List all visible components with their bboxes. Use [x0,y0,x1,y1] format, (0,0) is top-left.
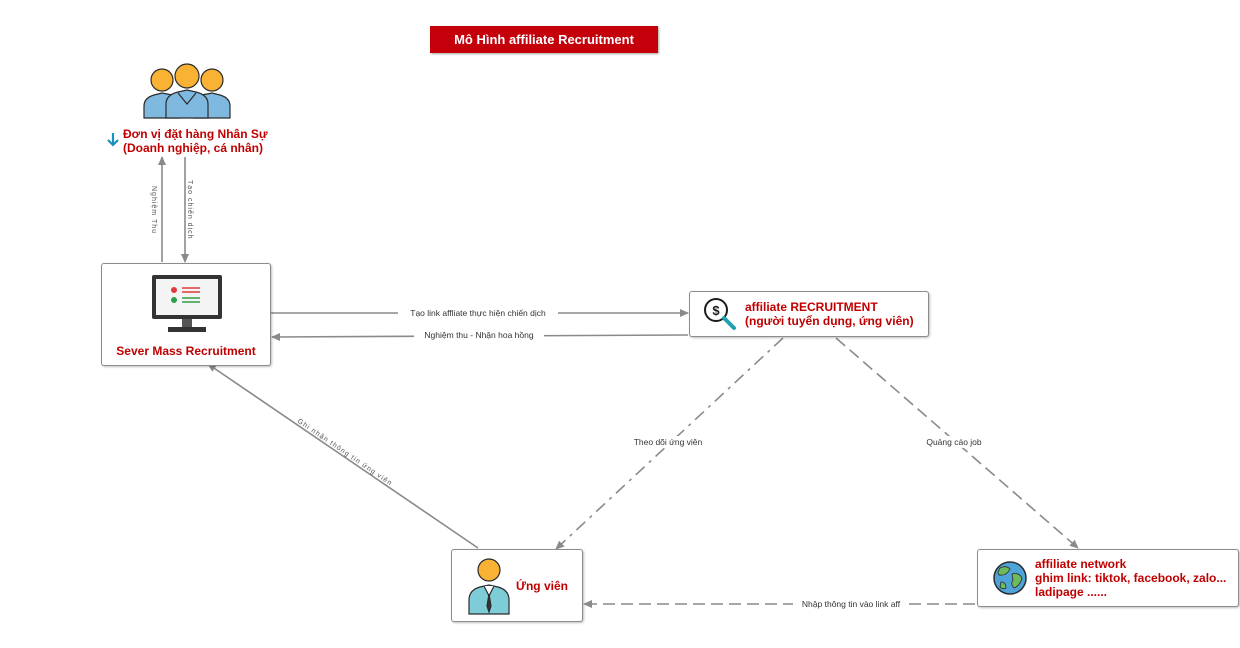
affiliate-node-label: affiliate RECRUITMENT (người tuyển dụng,… [745,300,935,328]
edge-track-label: Theo dõi ứng viên [634,437,703,447]
network-line3: ladipage ...... [1035,585,1108,599]
affiliate-line2: (người tuyển dụng, ứng viên) [745,314,914,328]
arrow-down-icon [107,133,119,147]
edge-commission-label: Nghiệm thu - Nhận hoa hồng [424,330,533,340]
edge-enter-info-label: Nhập thông tin vào link aff [802,599,901,609]
affiliate-line1: affiliate RECRUITMENT [745,300,878,314]
edge-accept-label: Nghiệm Thu [150,186,157,234]
affiliate-recruitment-node[interactable]: $ affiliate RECRUITMENT (người tuyển dụn… [689,291,929,337]
edge-record-label: Ghi nhận thông tin ứng viên [296,418,394,488]
edge-create-campaign-label: Tạo chiến dịch [186,180,195,240]
network-node-label: affiliate network ghim link: tiktok, fac… [1035,557,1235,599]
server-node-label: Sever Mass Recruitment [116,344,256,358]
server-node[interactable]: Sever Mass Recruitment [101,263,271,366]
network-line1: affiliate network [1035,557,1127,571]
client-line1: Đơn vị đặt hàng Nhân Sự [123,127,268,141]
client-line2: (Doanh nghiệp, cá nhân) [123,141,263,155]
monitor-icon [152,275,222,332]
dollar-search-icon: $ [704,298,736,330]
client-node-label: Đơn vị đặt hàng Nhân Sự (Doanh nghiệp, c… [123,127,283,155]
candidate-node-label: Ứng viên [516,579,568,593]
affiliate-network-node[interactable]: affiliate network ghim link: tiktok, fac… [977,549,1239,607]
person-icon [468,558,510,615]
diagram-title: Mô Hình affiliate Recruitment [430,26,658,53]
candidate-node[interactable]: Ứng viên [451,549,583,622]
edge-advertise-label: Quảng cáo job [926,437,982,447]
globe-icon [993,561,1027,595]
edge-create-link-label: Tạo link affliate thực hiện chiến dịch [410,308,546,318]
svg-text:$: $ [712,303,720,318]
network-line2: ghim link: tiktok, facebook, zalo... [1035,571,1227,585]
people-group-icon [143,63,231,119]
edge-record-line [207,363,479,549]
